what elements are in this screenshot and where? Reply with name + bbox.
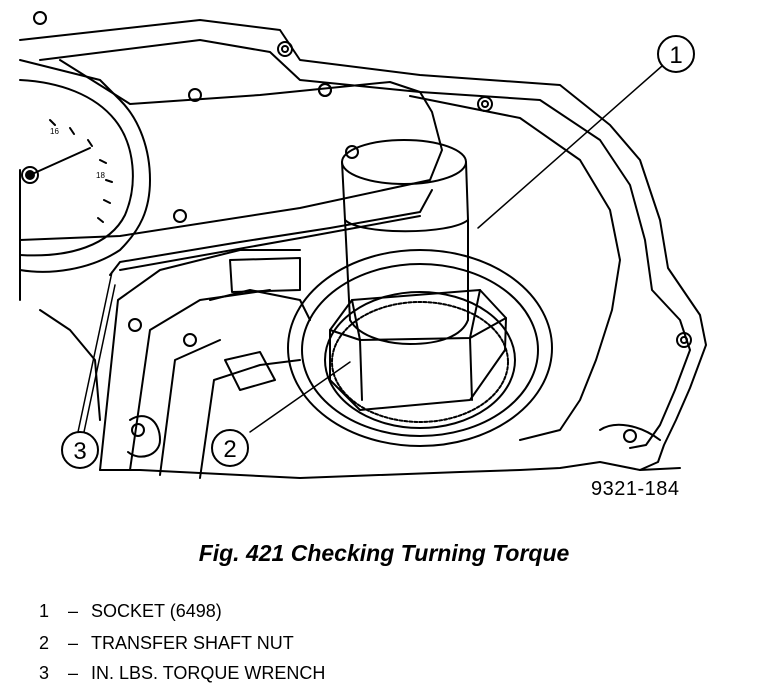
callout-2-label: 2 bbox=[223, 436, 236, 463]
transaxle-housing bbox=[19, 11, 707, 479]
legend-text: SOCKET (6498) bbox=[91, 601, 222, 621]
callout-3: 3 bbox=[61, 431, 99, 469]
socket bbox=[341, 139, 469, 345]
legend-number: 1 bbox=[39, 601, 50, 621]
legend-number: 2 bbox=[39, 633, 50, 653]
legend-item: 2–TRANSFER SHAFT NUT bbox=[29, 612, 294, 654]
callout-1: 1 bbox=[657, 35, 695, 73]
torque-wrench: 16 18 bbox=[19, 59, 443, 276]
figure-caption: Fig. 421 Checking Turning Torque bbox=[198, 540, 570, 566]
technical-illustration: 16 18 1 2 bbox=[19, 11, 707, 479]
legend-dash: – bbox=[68, 663, 79, 683]
transfer-shaft-nut bbox=[287, 249, 553, 447]
callout-3-label: 3 bbox=[73, 438, 86, 465]
callout-1-label: 1 bbox=[669, 42, 682, 69]
legend-number: 3 bbox=[39, 663, 50, 683]
leader-lines bbox=[77, 65, 663, 433]
legend-dash: – bbox=[68, 601, 79, 621]
legend-dash: – bbox=[68, 633, 79, 653]
svg-text:18: 18 bbox=[96, 171, 105, 180]
legend-item: 1–SOCKET (6498) bbox=[29, 580, 222, 622]
figure-id: 9321-184 bbox=[591, 478, 680, 500]
legend-text: TRANSFER SHAFT NUT bbox=[91, 633, 294, 653]
callout-2: 2 bbox=[211, 429, 249, 467]
legend-item: 3–IN. LBS. TORQUE WRENCH bbox=[29, 642, 325, 684]
svg-text:16: 16 bbox=[50, 127, 59, 136]
